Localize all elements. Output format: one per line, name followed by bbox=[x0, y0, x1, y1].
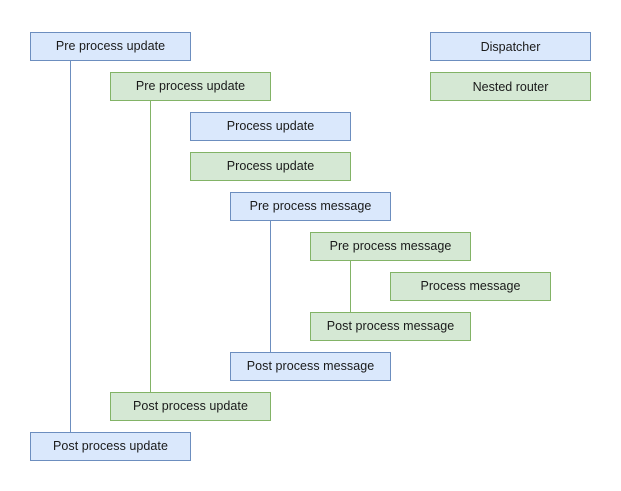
node-process-message-nested[interactable]: Process message bbox=[390, 272, 551, 301]
node-pre-process-update-dispatcher[interactable]: Pre process update bbox=[30, 32, 191, 61]
node-post-process-message-nested[interactable]: Post process message bbox=[310, 312, 471, 341]
connector-n2-to-n10 bbox=[150, 101, 151, 392]
node-label: Post process message bbox=[326, 318, 455, 333]
node-label: Pre process update bbox=[55, 38, 166, 53]
node-process-update-nested[interactable]: Process update bbox=[190, 152, 351, 181]
node-label: Pre process update bbox=[135, 78, 246, 93]
node-label: Pre process message bbox=[329, 238, 452, 253]
legend-label: Nested router bbox=[472, 79, 549, 94]
node-pre-process-message-nested[interactable]: Pre process message bbox=[310, 232, 471, 261]
node-label: Post process update bbox=[53, 438, 168, 453]
node-post-process-update-dispatcher[interactable]: Post process update bbox=[30, 432, 191, 461]
connector-n6-to-n8 bbox=[350, 261, 351, 312]
node-label: Process message bbox=[420, 278, 521, 293]
node-label: Process update bbox=[226, 118, 315, 133]
node-post-process-message-dispatcher[interactable]: Post process message bbox=[230, 352, 391, 381]
node-post-process-update-nested[interactable]: Post process update bbox=[110, 392, 271, 421]
node-label: Post process message bbox=[246, 358, 375, 373]
connector-n1-to-n11 bbox=[70, 61, 71, 432]
node-pre-process-message-dispatcher[interactable]: Pre process message bbox=[230, 192, 391, 221]
node-pre-process-update-nested[interactable]: Pre process update bbox=[110, 72, 271, 101]
node-label: Post process update bbox=[133, 398, 248, 413]
node-label: Pre process message bbox=[249, 198, 372, 213]
legend-nested-router[interactable]: Nested router bbox=[430, 72, 591, 101]
node-process-update-dispatcher[interactable]: Process update bbox=[190, 112, 351, 141]
node-label: Process update bbox=[226, 158, 315, 173]
legend-dispatcher[interactable]: Dispatcher bbox=[430, 32, 591, 61]
connector-n5-to-n9 bbox=[270, 221, 271, 352]
legend-label: Dispatcher bbox=[480, 39, 541, 54]
